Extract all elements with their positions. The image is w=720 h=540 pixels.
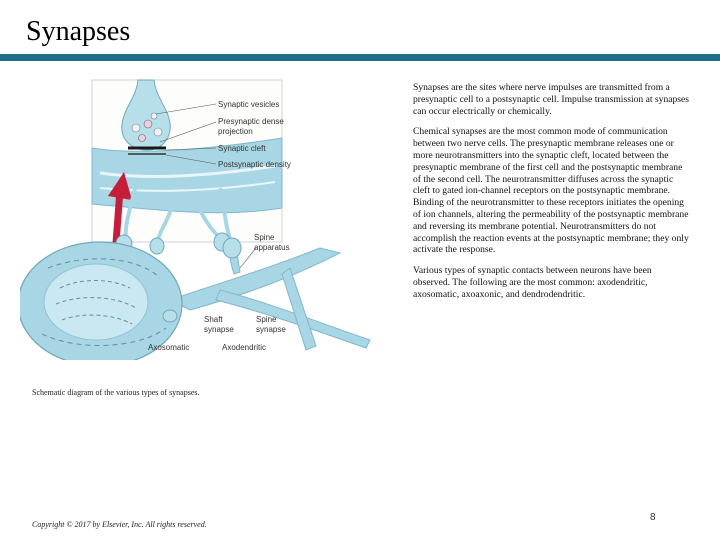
nucleus	[43, 263, 149, 341]
synapse-illustration: Synaptic vesicles Presynaptic dense proj…	[17, 79, 371, 367]
synaptic-vesicle	[153, 127, 163, 137]
body-text: Synapses are the sites where nerve impul…	[413, 82, 691, 310]
label-spine-apparatus-2: apparatus	[254, 243, 290, 252]
label-spine-apparatus: Spine	[254, 233, 275, 242]
label-synaptic-vesicles: Synaptic vesicles	[218, 100, 279, 109]
callout-line	[155, 103, 217, 115]
label-dense-projection-2: projection	[218, 127, 253, 136]
title-accent	[0, 0, 18, 61]
synaptic-vesicle	[131, 123, 141, 133]
label-spine-synapse-2: synapse	[256, 325, 286, 334]
copyright-notice: Copyright © 2017 by Elsevier, Inc. All r…	[32, 520, 207, 529]
label-shaft-synapse-2: synapse	[204, 325, 234, 334]
organelle	[59, 280, 131, 289]
slide-title: Synapses	[26, 16, 131, 47]
label-axodendritic: Axodendritic	[222, 343, 266, 352]
paragraph: Synapses are the sites where nerve impul…	[413, 82, 690, 117]
label-spine-synapse: Spine	[256, 315, 277, 324]
label-dense-projection: Presynaptic dense	[218, 117, 284, 126]
callout-line	[165, 147, 217, 151]
membrane-highlight	[99, 164, 276, 179]
synaptic-vesicle	[150, 112, 158, 120]
label-shaft-synapse: Shaft	[204, 315, 223, 324]
paragraph: Chemical synapses are the most common mo…	[413, 126, 689, 256]
spine-head	[222, 237, 242, 259]
callout-line	[239, 247, 257, 269]
axon	[193, 197, 220, 238]
dendrite-branch	[281, 267, 317, 351]
axon-terminal	[149, 237, 165, 255]
axon	[156, 197, 177, 241]
label-postsynaptic-density: Postsynaptic density	[218, 160, 291, 169]
axosomatic-terminal	[162, 309, 178, 323]
label-synaptic-cleft: Synaptic cleft	[218, 144, 266, 153]
callout-line	[165, 154, 217, 165]
synapse-diagram: Synaptic vesicles Presynaptic dense proj…	[17, 78, 410, 367]
organelle	[41, 327, 167, 346]
arrow-head	[108, 172, 132, 200]
organelle	[61, 314, 133, 325]
organelle	[55, 297, 137, 309]
paragraph: Various types of synaptic contacts betwe…	[413, 265, 652, 300]
callout-line	[159, 121, 217, 143]
figure-caption: Schematic diagram of the various types o…	[32, 388, 200, 397]
title-rule	[0, 54, 720, 61]
page-number: 8	[650, 512, 656, 523]
synaptic-vesicle	[143, 119, 153, 129]
organelle	[47, 258, 161, 279]
label-axosomatic: Axosomatic	[148, 343, 189, 352]
axon-branch	[215, 289, 371, 349]
synaptic-vesicle	[138, 134, 146, 142]
